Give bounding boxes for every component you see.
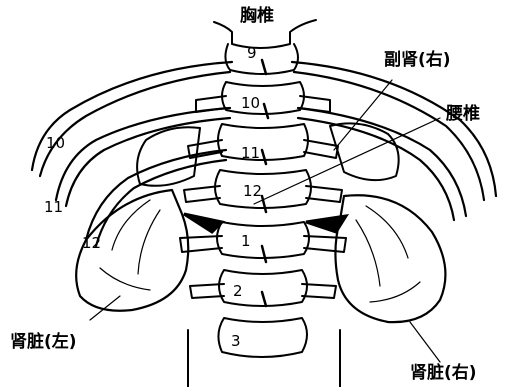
label-adrenal-right: 副肾(右): [384, 52, 451, 69]
rib-number-12: 12: [82, 234, 101, 252]
label-kidney-left: 肾脏(左): [10, 334, 77, 351]
vertebra-number-l3: 3: [231, 332, 241, 350]
label-kidney-right: 肾脏(右): [410, 365, 477, 382]
vessels: [184, 214, 346, 232]
kidney-right-shape: [335, 195, 445, 322]
vertebra-number-t10: 10: [241, 94, 260, 112]
rib-numbers: 10 11 12: [44, 134, 101, 252]
vertebra-number-t12: 12: [243, 182, 262, 200]
label-lumbar-vertebrae: 腰椎: [446, 106, 480, 123]
vertebra-number-l1: 1: [241, 232, 251, 250]
vertebra-number-l2: 2: [233, 282, 243, 300]
adrenal-glands: [137, 123, 399, 185]
vertebra-number-t9: 9: [247, 44, 257, 62]
rib-number-10: 10: [46, 134, 65, 152]
rib-number-11: 11: [44, 198, 63, 216]
vertebra-number-t11: 11: [241, 144, 260, 162]
label-thoracic-vertebrae: 胸椎: [240, 8, 274, 25]
